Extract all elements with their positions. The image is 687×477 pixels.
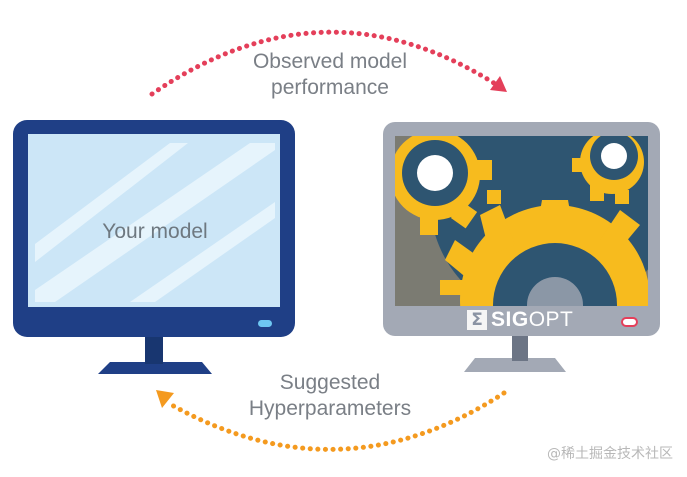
watermark: @稀土掘金技术社区 [547,446,673,462]
screen-glare [35,143,188,262]
left-monitor [13,120,295,374]
top-arrow-head [490,76,507,92]
left-monitor-stand-base [98,362,212,374]
top-arrow-label-line2: performance [271,76,389,99]
right-monitor [383,122,660,372]
left-power-led [258,320,272,327]
top-arrow-label-line1: Observed model [252,50,408,73]
sigopt-logo: Σ SIG OPT [467,308,574,331]
bottom-arrow-head [156,390,174,408]
right-power-led [621,317,638,327]
bottom-arrow-label: Suggested Hyperparameters [200,370,460,422]
left-monitor-neck [145,334,163,364]
sigma-icon: Σ [467,310,487,330]
bottom-arrow-path [167,390,507,452]
right-monitor-neck [512,333,528,361]
right-monitor-stand-base [464,358,566,372]
screen-glare [35,143,275,302]
logo-text-bold: SIG [491,308,529,331]
logo-text-light: OPT [528,308,574,331]
left-screen-label: Your model [102,220,208,243]
top-arrow-label: Observed model performance [200,49,460,101]
screen-glare [130,202,275,302]
top-arrow-path [149,29,500,97]
bottom-arrow-label-line1: Suggested [279,371,381,394]
bottom-arrow-label-line2: Hyperparameters [248,397,412,420]
